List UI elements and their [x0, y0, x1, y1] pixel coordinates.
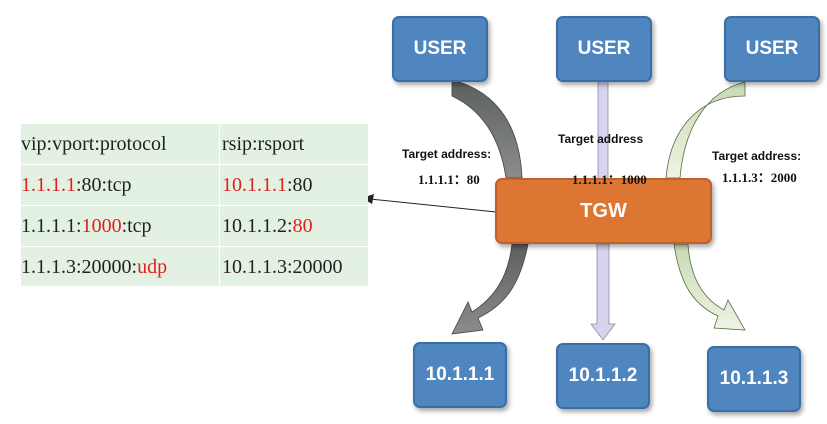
- target-address-3: 1.1.1.3：2000: [722, 170, 797, 185]
- rs-cell: 10.1.1.3:20000: [222, 247, 343, 287]
- cell-text: 10.1.1.2:: [222, 215, 293, 237]
- target-label-1: Target address:: [402, 147, 492, 161]
- header-vip: vip:vport:protocol: [21, 133, 167, 155]
- user-label: USER: [745, 38, 799, 59]
- cell-text: 1.1.1.3:20000:: [21, 256, 138, 278]
- target-address-2: 1.1.1.1：1000: [572, 172, 647, 187]
- highlighted-text: 1.1.1.1: [21, 174, 76, 196]
- user-box-1: USER: [392, 16, 488, 82]
- table-row: 1.1.1.1:80:tcp 10.1.1.1:80: [21, 165, 368, 205]
- cell-text: :80: [287, 174, 313, 196]
- vip-cell: 1.1.1.1:1000:tcp: [21, 206, 152, 246]
- target-address-1: 1.1.1.1：80: [418, 172, 480, 187]
- user-label: USER: [413, 38, 467, 59]
- lookup-arrow-line: [369, 198, 497, 213]
- tgw-box: TGW: [495, 178, 712, 244]
- tgw-label: TGW: [580, 199, 627, 222]
- dest-label: 10.1.1.1: [425, 364, 495, 385]
- rs-cell: 10.1.1.2:80: [222, 206, 313, 246]
- arrow-user2-to-tgw: [597, 79, 609, 181]
- mapping-table: vip:vport:protocol rsip:rsport 1.1.1.1:8…: [21, 124, 368, 286]
- cell-text: 10.1.1.3:20000: [222, 256, 343, 278]
- highlighted-text: 10.1.1.1: [222, 174, 287, 196]
- table-column-divider: [219, 124, 220, 286]
- table-header-row: vip:vport:protocol rsip:rsport: [21, 124, 368, 164]
- cell-text: :tcp: [121, 215, 152, 237]
- highlighted-text: 1000: [81, 215, 122, 237]
- dest-box-1: 10.1.1.1: [413, 342, 507, 408]
- vip-cell: 1.1.1.1:80:tcp: [21, 165, 132, 205]
- table-divider: [21, 246, 368, 247]
- arrow-user3-to-tgw: [665, 81, 746, 179]
- table-row: 1.1.1.3:20000:udp 10.1.1.3:20000: [21, 247, 368, 287]
- table-row: 1.1.1.1:1000:tcp 10.1.1.2:80: [21, 206, 368, 246]
- table-divider: [21, 205, 368, 206]
- rs-cell: 10.1.1.1:80: [222, 165, 313, 205]
- highlighted-text: udp: [137, 256, 168, 278]
- arrow-user1-to-tgw: [451, 79, 523, 179]
- dest-label: 10.1.1.2: [568, 365, 638, 386]
- user-label: USER: [577, 38, 631, 59]
- dest-label: 10.1.1.3: [719, 368, 789, 389]
- arrow-tgw-to-dest1: [451, 243, 529, 335]
- arrow-tgw-to-dest3: [673, 243, 746, 331]
- user-box-3: USER: [724, 16, 820, 82]
- target-label-2: Target address: [558, 132, 644, 146]
- cell-text: 1.1.1.1:: [21, 215, 82, 237]
- lookup-arrow-head: [362, 194, 374, 204]
- dest-box-2: 10.1.1.2: [556, 343, 650, 409]
- target-label-3: Target address:: [712, 149, 802, 163]
- arrow-tgw-to-dest2: [590, 243, 616, 341]
- vip-cell: 1.1.1.3:20000:udp: [21, 247, 167, 287]
- dest-box-3: 10.1.1.3: [707, 346, 801, 412]
- highlighted-text: 80: [292, 215, 313, 237]
- user-box-2: USER: [556, 16, 652, 82]
- cell-text: :80:tcp: [76, 174, 132, 196]
- header-rs: rsip:rsport: [222, 133, 305, 155]
- table-divider: [21, 164, 368, 165]
